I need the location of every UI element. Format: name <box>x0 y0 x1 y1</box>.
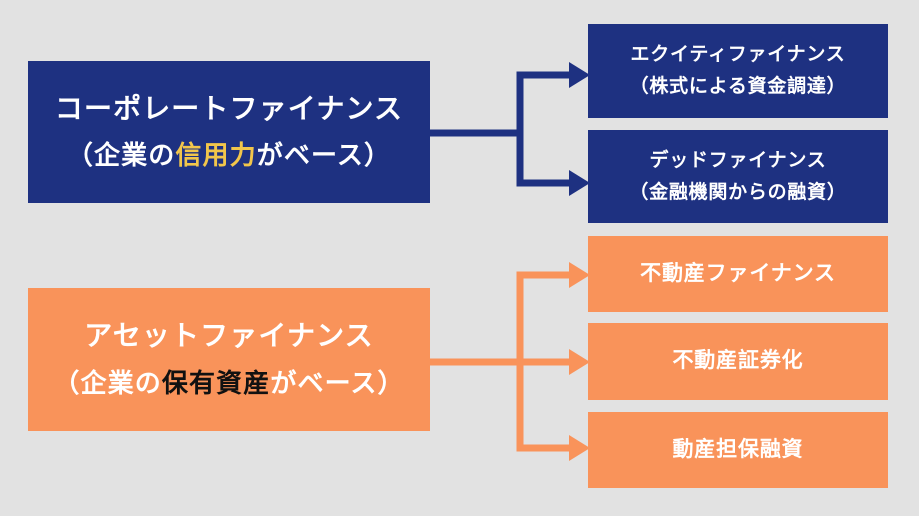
arrowhead-to-equity-icon <box>569 62 590 88</box>
arrowhead-to-securitization-icon <box>569 349 590 375</box>
debt-finance-node: デッドファイナンス （金融機関からの融資） <box>588 130 888 223</box>
equity-finance-title: エクイティファイナンス <box>630 44 846 66</box>
arrowhead-to-movable-loan-icon <box>569 435 590 461</box>
subtitle-suffix: がベース） <box>270 367 405 398</box>
movable-asset-loan-label: 動産担保融資 <box>672 437 804 461</box>
movable-asset-loan-node: 動産担保融資 <box>588 412 888 488</box>
real-estate-securitization-label: 不動産証券化 <box>672 349 804 373</box>
debt-finance-title: デッドファイナンス <box>649 149 827 171</box>
real-estate-securitization-node: 不動産証券化 <box>588 323 888 400</box>
subtitle-suffix: がベース） <box>256 140 392 171</box>
arrowhead-to-debt-icon <box>569 170 590 196</box>
corporate-branch-connector <box>430 62 590 196</box>
asset-branch-connector <box>430 262 590 461</box>
corporate-finance-title: コーポレートファイナンス <box>54 92 404 124</box>
arrowhead-to-realestate-finance-icon <box>569 262 590 288</box>
asset-finance-title: アセットファイナンス <box>84 320 374 352</box>
subtitle-prefix: （企業の <box>66 140 176 171</box>
subtitle-highlight-assets: 保有資産 <box>161 367 271 398</box>
subtitle-prefix: （企業の <box>53 367 162 398</box>
subtitle-highlight-credit: 信用力 <box>175 140 257 171</box>
equity-finance-node: エクイティファイナンス （株式による資金調達） <box>588 24 888 118</box>
equity-finance-subtitle: （株式による資金調達） <box>629 76 847 97</box>
asset-finance-subtitle: （企業の保有資産がベース） <box>53 365 404 403</box>
real-estate-finance-node: 不動産ファイナンス <box>588 236 888 312</box>
corporate-finance-subtitle: （企業の信用力がベース） <box>67 137 391 175</box>
debt-finance-subtitle: （金融機関からの融資） <box>629 181 847 203</box>
real-estate-finance-label: 不動産ファイナンス <box>640 261 836 285</box>
corporate-finance-node: コーポレートファイナンス （企業の信用力がベース） <box>28 61 430 203</box>
asset-finance-node: アセットファイナンス （企業の保有資産がベース） <box>28 288 430 431</box>
